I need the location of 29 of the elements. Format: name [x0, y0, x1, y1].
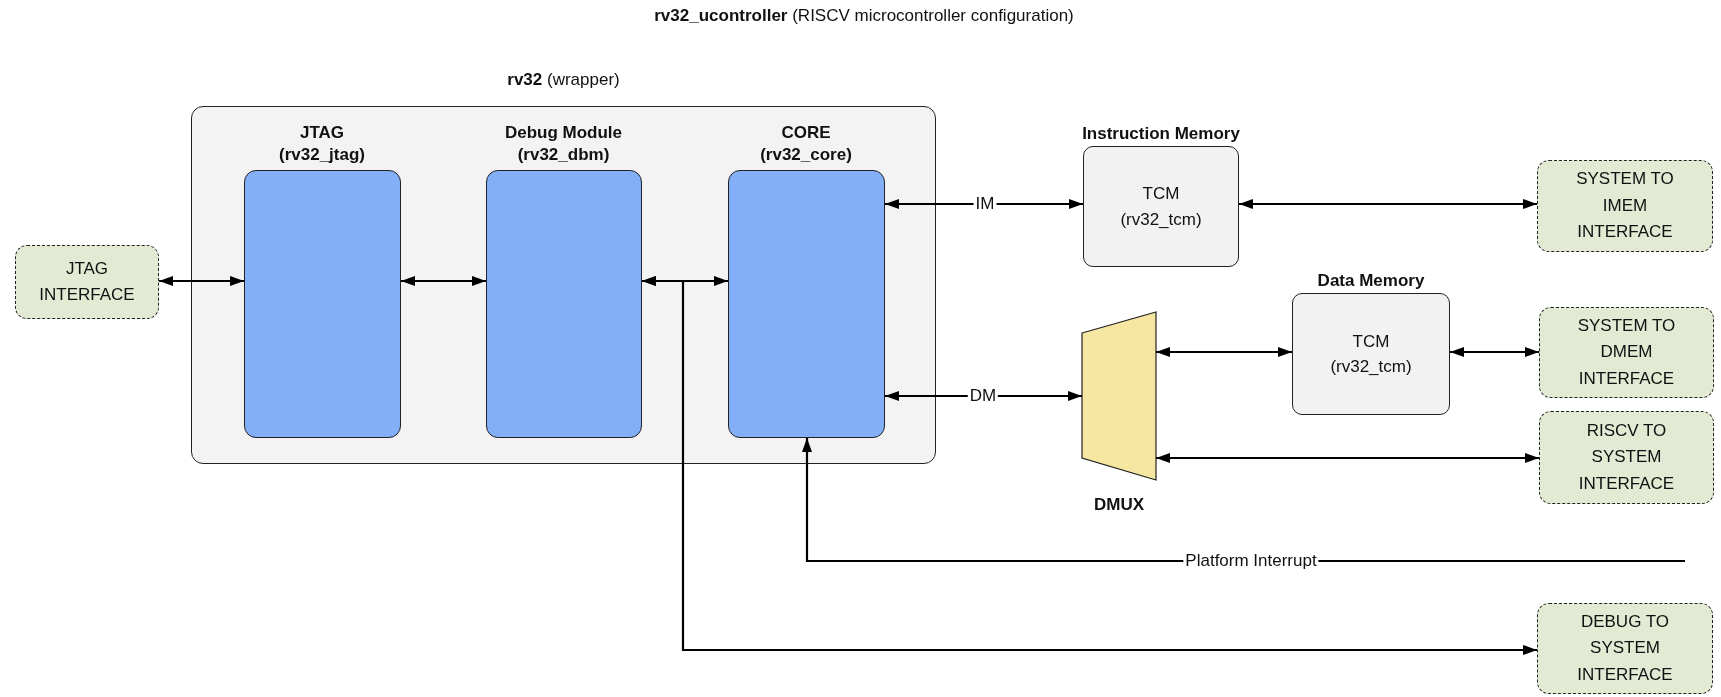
interface-box: [1539, 307, 1714, 398]
arrow: [885, 199, 1083, 209]
interface-label: SYSTEM TO IMEM INTERFACE: [1575, 168, 1675, 244]
module-heading: JTAG (rv32_jtag): [278, 122, 366, 167]
memory-heading: Data Memory: [1317, 269, 1425, 292]
interface-box: [1537, 160, 1713, 252]
memory-label: TCM (rv32_tcm): [1119, 183, 1203, 231]
interface-box: [1537, 603, 1713, 694]
arrow: [1156, 453, 1539, 463]
arrow: [1450, 347, 1539, 357]
arrow: [1156, 347, 1292, 357]
interface-label: SYSTEM TO DMEM INTERFACE: [1576, 315, 1677, 390]
arrow: [159, 276, 244, 286]
arrow: [401, 276, 486, 286]
interface-label: DEBUG TO SYSTEM INTERFACE: [1576, 611, 1674, 686]
interface-label: JTAG INTERFACE: [38, 257, 136, 306]
multiplexer-label: DMUX: [1093, 494, 1145, 516]
interface-label: RISCV TO SYSTEM INTERFACE: [1577, 420, 1676, 495]
interface-box: [1539, 411, 1714, 504]
edge-label: Platform Interrupt: [1183, 551, 1319, 571]
memory-label: TCM (rv32_tcm): [1329, 330, 1413, 378]
memory-heading: Instruction Memory: [1082, 122, 1240, 145]
arrow: [1239, 199, 1537, 209]
module-heading: CORE (rv32_core): [759, 122, 853, 167]
wrapper-heading: rv32 (wrapper): [507, 68, 620, 91]
interface-box: [15, 245, 159, 319]
diagram-title: rv32_ucontroller (RISCV microcontroller configuration): [654, 6, 1074, 26]
module-heading: Debug Module (rv32_dbm): [503, 122, 624, 167]
arrow: [642, 276, 1537, 655]
